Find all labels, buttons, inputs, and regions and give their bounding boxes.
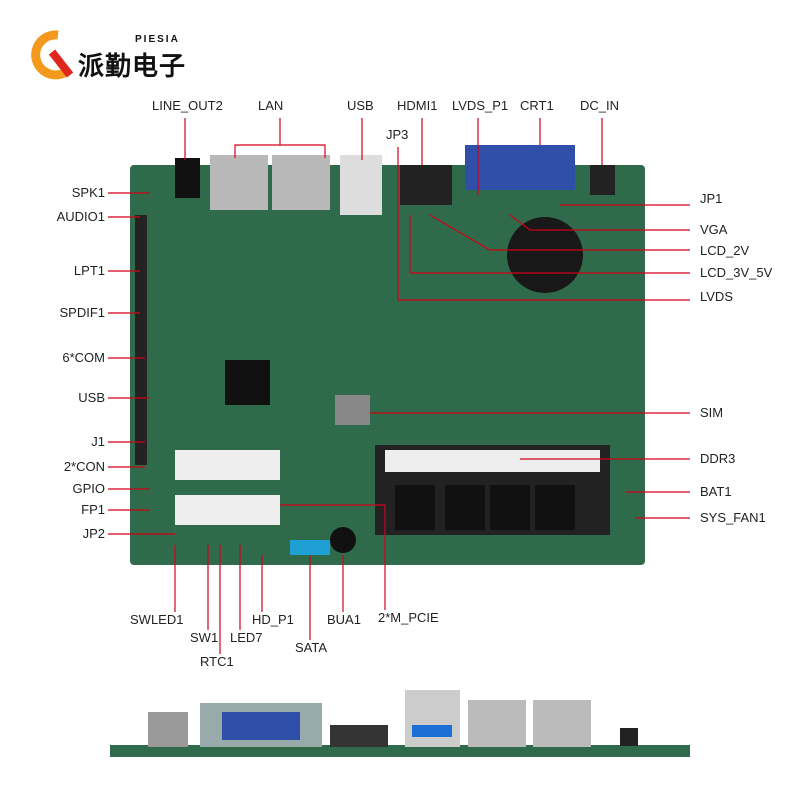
label-spdif1: SPDIF1 <box>59 305 105 320</box>
label-j1: J1 <box>91 434 105 449</box>
label-audio1: AUDIO1 <box>56 209 105 224</box>
label-dc-in: DC_IN <box>580 98 620 113</box>
label-fp1: FP1 <box>81 502 105 517</box>
label-lpt1: LPT1 <box>73 263 105 278</box>
label-lcd-3v-5v: LCD_3V_5V <box>700 265 773 280</box>
label-bat1: BAT1 <box>700 484 732 499</box>
label-crt1: CRT1 <box>520 98 554 113</box>
label-spk1: SPK1 <box>71 185 105 200</box>
label-jp3: JP3 <box>386 127 409 142</box>
label-hd-p1: HD_P1 <box>252 612 294 627</box>
label-lvds-p1: LVDS_P1 <box>452 98 509 113</box>
label-led7: LED7 <box>230 630 263 645</box>
label-lvds: LVDS <box>700 289 733 304</box>
label-gpio: GPIO <box>72 481 105 496</box>
label-line-out2: LINE_OUT2 <box>152 98 223 113</box>
label-2con: 2*CON <box>63 459 105 474</box>
label-sw1: SW1 <box>190 630 219 645</box>
label-swled1: SWLED1 <box>130 612 184 627</box>
label-vga: VGA <box>700 222 728 237</box>
label-bua1: BUA1 <box>327 612 361 627</box>
label-hdmi1: HDMI1 <box>397 98 438 113</box>
label-jp2: JP2 <box>82 526 105 541</box>
label-usb-top: USB <box>347 98 374 113</box>
label-sys-fan1: SYS_FAN1 <box>700 510 766 525</box>
label-ddr3: DDR3 <box>700 451 736 466</box>
label-usb-left: USB <box>78 390 105 405</box>
label-lcd-2v: LCD_2V <box>700 243 750 258</box>
label-2m-pcie: 2*M_PCIE <box>378 610 439 625</box>
label-jp1: JP1 <box>700 191 723 206</box>
logo-chinese: 派勤电子 <box>78 52 187 82</box>
label-lan: LAN <box>258 98 284 113</box>
label-sim: SIM <box>700 405 724 420</box>
label-sata: SATA <box>295 640 328 655</box>
label-rtc1: RTC1 <box>200 654 234 669</box>
logo-english: PIESIA <box>135 34 180 45</box>
label-6com: 6*COM <box>62 350 105 365</box>
